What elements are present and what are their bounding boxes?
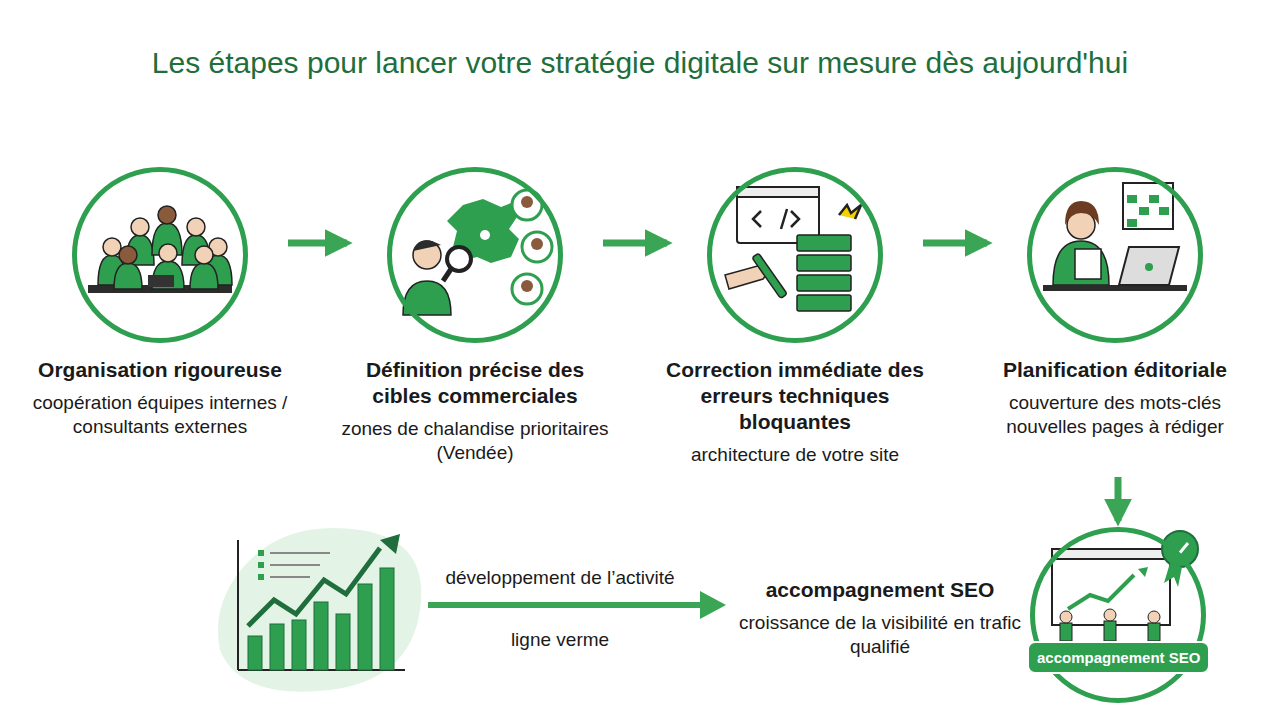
step-text: Définition précise des cibles commercial… [335,357,615,465]
step-node: Organisation rigoureuse coopération équip… [10,167,310,467]
step-heading: Correction immédiate des erreurs techniq… [655,357,935,435]
diagram-title: Les étapes pour lancer votre stratégie d… [20,46,1260,80]
technical-illustration [725,187,861,311]
step-circle [1030,527,1206,703]
flow-arrow [603,240,667,247]
flow-arrow [1115,477,1122,521]
step-body: zones de chalandise prioritaires (Vendée… [335,417,615,465]
step-heading: accompagnement SEO [735,577,1025,603]
step-text: accompagnement SEO croissance de la visib… [735,577,1025,659]
arrow-label: développement de l’activité [442,567,677,589]
step-text: Correction immédiate des erreurs techniq… [655,357,935,467]
step-text: Organisation rigoureuse coopération équip… [20,357,300,439]
step-circle [707,167,883,343]
step-body: architecture de votre site [655,443,935,467]
activity-arrow [428,591,726,619]
step-heading: Planification éditoriale [970,357,1260,383]
step-node: Planification éditoriale couverture des m… [965,167,1265,467]
step-text: Planification éditoriale couverture des m… [970,357,1260,439]
step-circle [387,167,563,343]
step-body: croissance de la visibilité en trafic qu… [735,611,1025,659]
team-illustration [88,206,232,293]
targets-illustration [403,190,552,315]
step-circle [1027,167,1203,343]
step-body: coopération équipes internes / consultan… [20,391,300,439]
step-heading: Définition précise des cibles commercial… [335,357,615,409]
badge-text: accompagnement SEO [1037,649,1200,666]
growth-chart [218,528,421,692]
seo-illustration [1052,531,1198,641]
flow-arrow [288,240,347,247]
editorial-illustration [1043,183,1187,291]
step-node: accompagnement SEO croissance de la visib… [735,527,1215,707]
arrow-label: ligne verme [508,629,612,651]
step-circle [72,167,248,343]
step-node: Correction immédiate des erreurs techniq… [645,167,945,467]
step-body: couverture des mots-clés nouvelles pages… [970,391,1260,439]
step-node: Définition précise des cibles commercial… [325,167,625,467]
step-heading: Organisation rigoureuse [20,357,300,383]
flow-arrow [923,240,987,247]
seo-badge: accompagnement SEO [1027,641,1210,674]
